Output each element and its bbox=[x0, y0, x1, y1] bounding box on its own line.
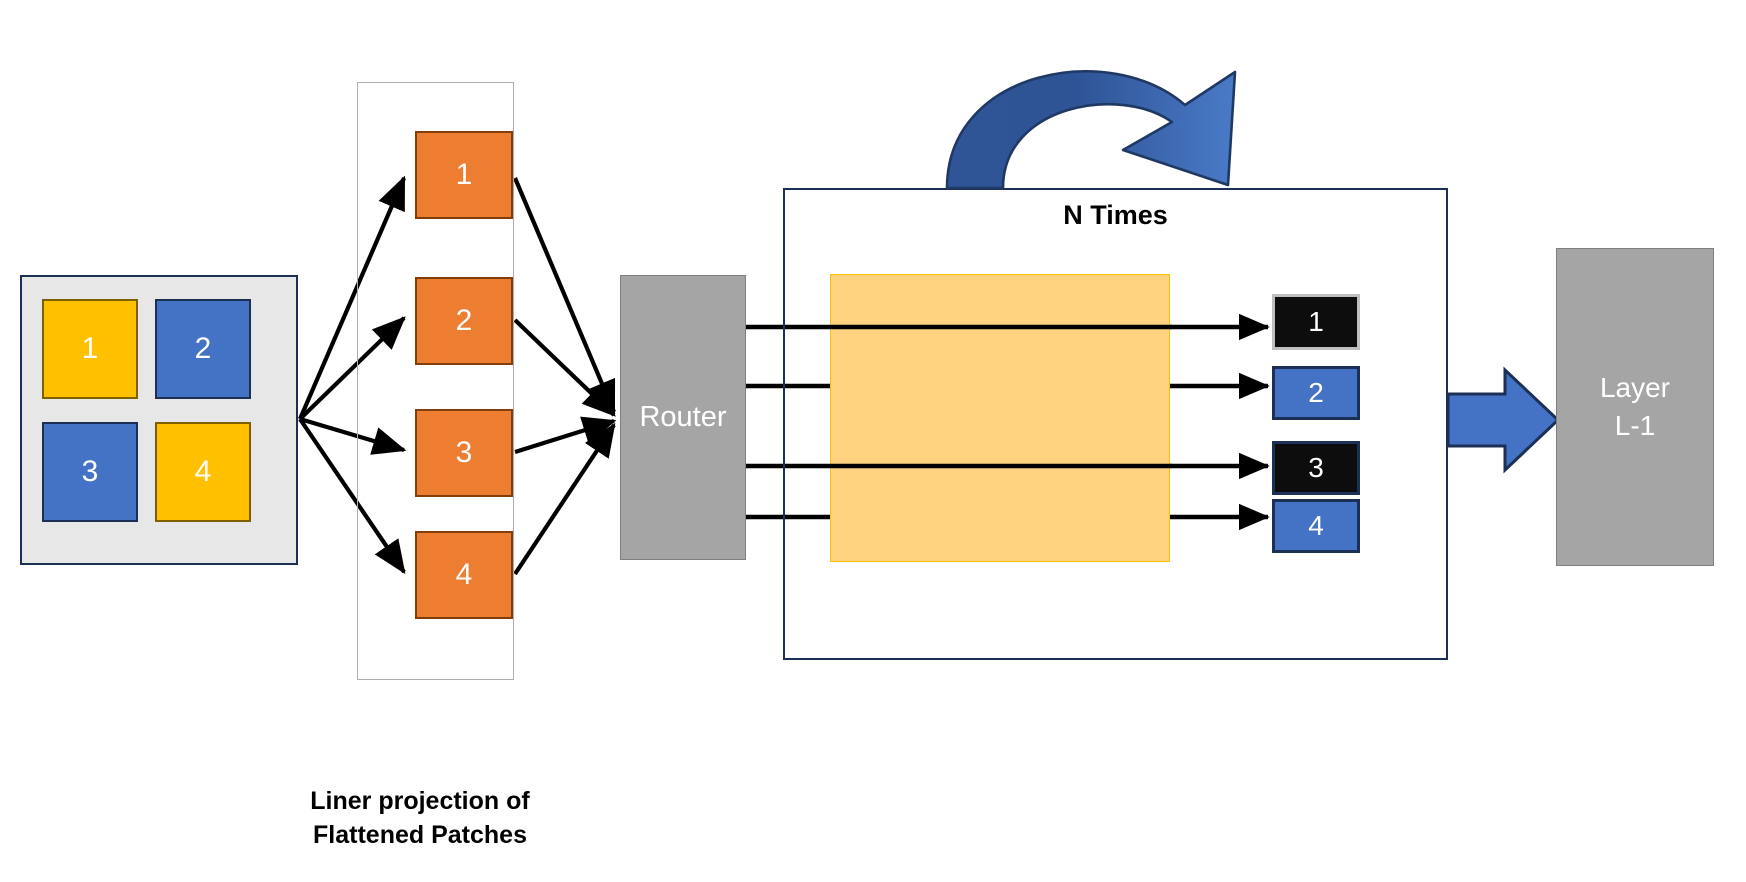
expert-block bbox=[830, 274, 1170, 562]
image-patch-grid: 1 2 3 4 bbox=[20, 275, 298, 565]
router-block[interactable]: Router bbox=[620, 275, 746, 560]
output-token-1[interactable]: 1 bbox=[1272, 294, 1360, 350]
output-token-3[interactable]: 3 bbox=[1272, 441, 1360, 495]
projected-patch-2[interactable]: 2 bbox=[415, 277, 513, 365]
layer-block: Layer L-1 bbox=[1556, 248, 1714, 566]
image-patch-3[interactable]: 3 bbox=[42, 422, 138, 522]
image-patch-4[interactable]: 4 bbox=[155, 422, 251, 522]
image-patch-2[interactable]: 2 bbox=[155, 299, 251, 399]
caption-line-2: Flattened Patches bbox=[313, 820, 527, 849]
projected-patch-1[interactable]: 1 bbox=[415, 131, 513, 219]
layer-line-1: Layer bbox=[1599, 372, 1671, 404]
output-token-4[interactable]: 4 bbox=[1272, 499, 1360, 553]
linear-projection-caption: Liner projection of Flattened Patches bbox=[240, 785, 600, 853]
output-token-2[interactable]: 2 bbox=[1272, 366, 1360, 420]
projected-patch-3[interactable]: 3 bbox=[415, 409, 513, 497]
image-patch-1[interactable]: 1 bbox=[42, 299, 138, 399]
layer-line-2: L-1 bbox=[1614, 410, 1656, 441]
fan-in-arrows-icon bbox=[513, 177, 617, 576]
caption-line-1: Liner projection of bbox=[310, 787, 530, 815]
projected-patch-4[interactable]: 4 bbox=[415, 531, 513, 619]
n-times-label: N Times bbox=[1063, 200, 1168, 230]
